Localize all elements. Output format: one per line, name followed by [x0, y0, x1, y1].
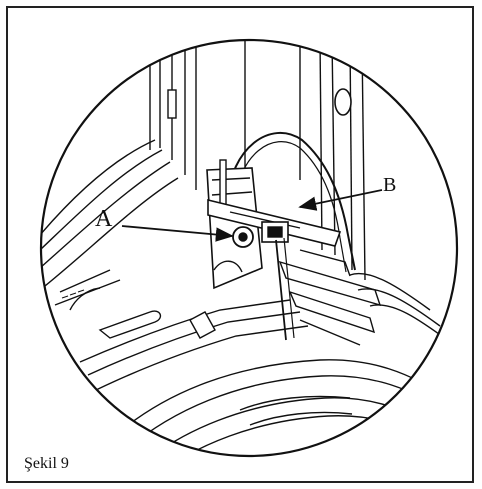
- rail-guides: [278, 249, 451, 346]
- figure-caption: Şekil 9: [24, 455, 69, 472]
- hinge-lever: [207, 198, 342, 247]
- callout-label-b: B: [383, 174, 397, 196]
- callout-label-a: A: [95, 206, 113, 232]
- wire-hook: [227, 132, 356, 271]
- screw-a: [232, 226, 254, 248]
- rail-marking: [61, 289, 85, 299]
- arrow-b: [298, 189, 383, 211]
- wire-hook-inner: [235, 141, 347, 273]
- arrow-a: [121, 225, 234, 242]
- door-frame-right: [244, 40, 366, 281]
- slide-rod: [275, 239, 287, 341]
- hinge-bracket: [206, 159, 263, 290]
- lower-runner: [54, 269, 309, 391]
